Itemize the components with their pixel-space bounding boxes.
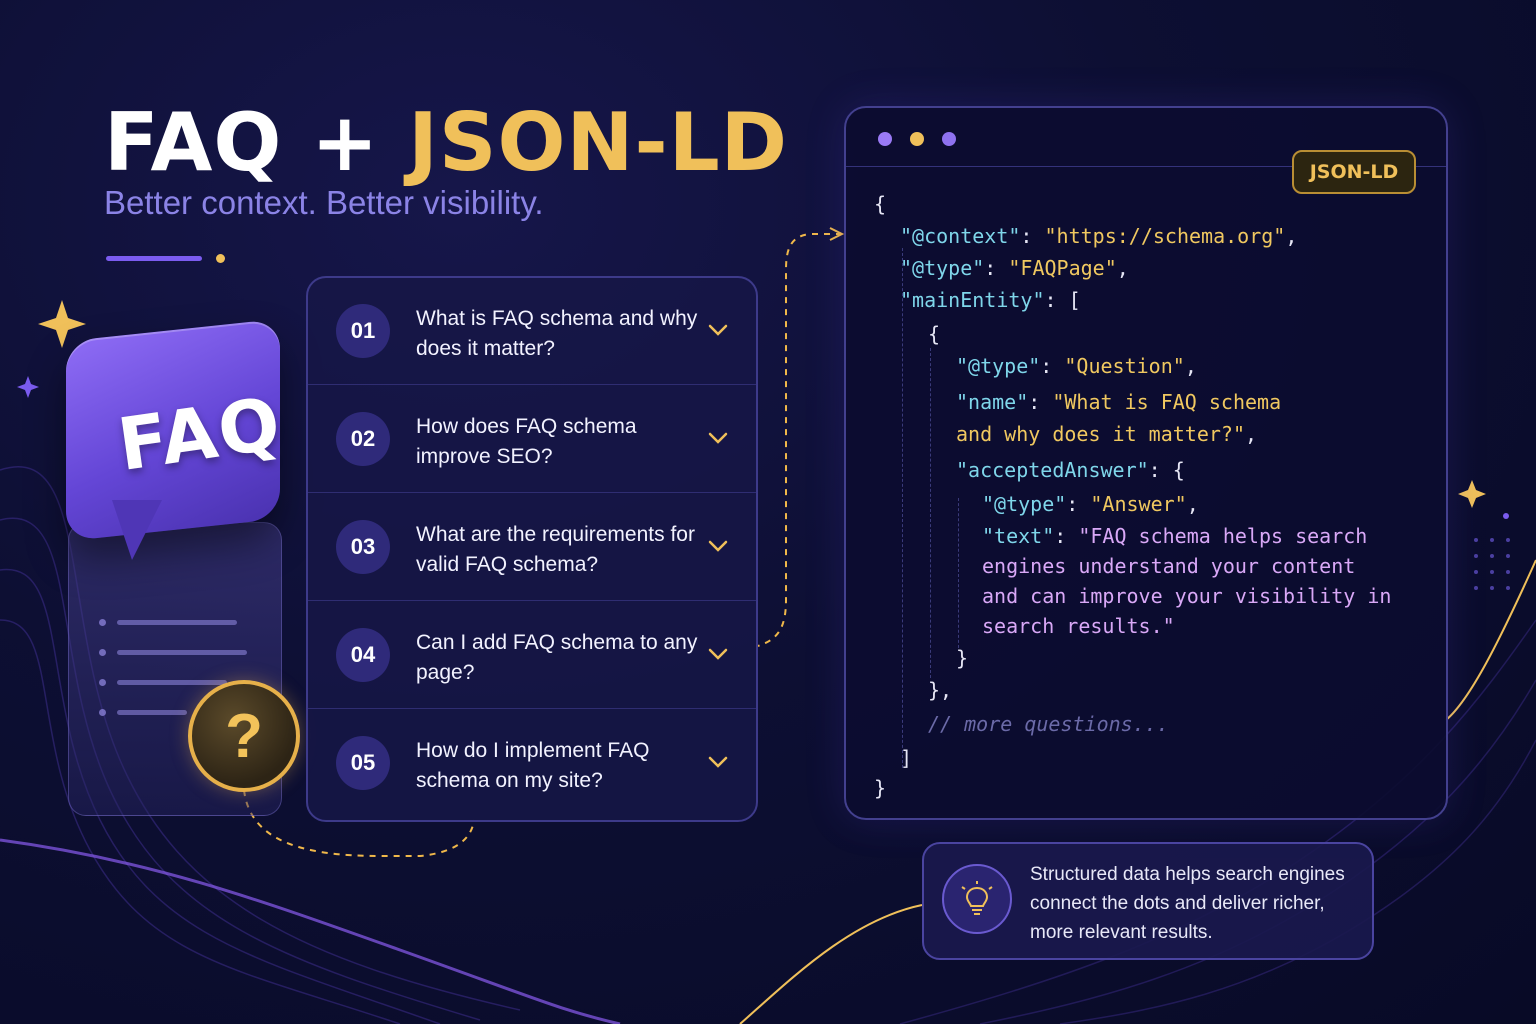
json-ld-badge: JSON-LD <box>1292 150 1416 194</box>
faq-number: 05 <box>336 736 390 790</box>
chevron-down-icon[interactable] <box>706 642 730 666</box>
title-json-ld: JSON-LD <box>408 96 789 189</box>
title-faq: FAQ + <box>104 96 380 189</box>
faq-item[interactable]: 04 Can I add FAQ schema to any page? <box>308 602 756 709</box>
page-title: FAQ + JSON-LD <box>104 96 788 189</box>
faq-item[interactable]: 02 How does FAQ schema improve SEO? <box>308 386 756 493</box>
sparkle-icon <box>17 376 39 398</box>
faq-list: 01 What is FAQ schema and why does it ma… <box>306 276 758 822</box>
faq-question: What is FAQ schema and why does it matte… <box>416 307 698 360</box>
faq-question: What are the requirements for valid FAQ … <box>416 523 695 576</box>
faq-item[interactable]: 01 What is FAQ schema and why does it ma… <box>308 278 756 385</box>
window-dot-icon <box>878 132 892 146</box>
faq-item[interactable]: 05 How do I implement FAQ schema on my s… <box>308 710 756 816</box>
question-mark-icon: ? <box>188 680 300 792</box>
faq-number: 04 <box>336 628 390 682</box>
underline-dot <box>216 254 225 263</box>
page-subtitle: Better context. Better visibility. <box>104 184 544 221</box>
lightbulb-icon <box>942 864 1012 934</box>
faq-question: How does FAQ schema improve SEO? <box>416 415 637 468</box>
chevron-down-icon[interactable] <box>706 750 730 774</box>
chevron-down-icon[interactable] <box>706 426 730 450</box>
sparkle-icon <box>1458 480 1486 508</box>
info-text: Structured data helps search engines con… <box>1030 864 1345 943</box>
chevron-down-icon[interactable] <box>706 534 730 558</box>
title-underline <box>106 256 202 261</box>
faq-item[interactable]: 03 What are the requirements for valid F… <box>308 494 756 601</box>
chevron-down-icon[interactable] <box>706 318 730 342</box>
faq-question: How do I implement FAQ schema on my site… <box>416 739 650 792</box>
faq-number: 03 <box>336 520 390 574</box>
window-dot-icon <box>942 132 956 146</box>
code-window: JSON-LD { "@context": "https://schema.or… <box>844 106 1448 820</box>
faq-number: 02 <box>336 412 390 466</box>
sparkle-icon <box>38 300 86 348</box>
json-ld-code: { "@context": "https://schema.org", "@ty… <box>874 192 1392 800</box>
window-titlebar <box>846 108 1446 167</box>
faq-number: 01 <box>336 304 390 358</box>
info-card: Structured data helps search engines con… <box>922 842 1374 960</box>
bubble-tail <box>112 500 162 560</box>
faq-question: Can I add FAQ schema to any page? <box>416 631 698 684</box>
window-dot-icon <box>910 132 924 146</box>
